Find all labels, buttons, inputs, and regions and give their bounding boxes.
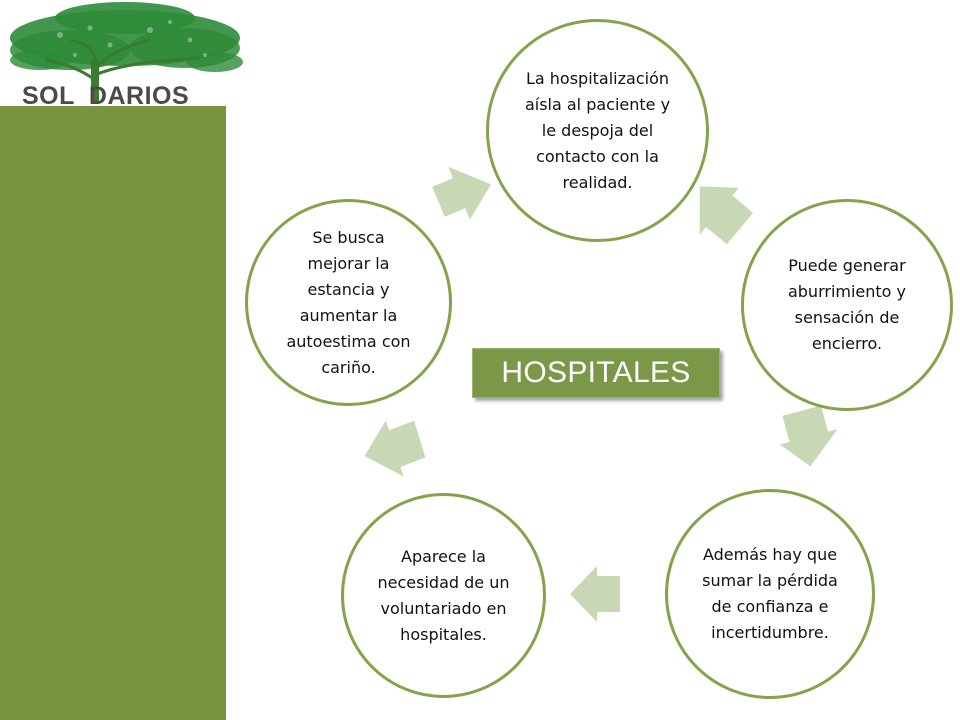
center-label: HOSPITALES (501, 356, 691, 389)
sidebar-bar (0, 106, 226, 720)
arrow-3-icon (570, 566, 620, 622)
cycle-node-5: Se busca mejorar la estancia y aumentar … (245, 199, 452, 406)
cycle-node-2: Puede generar aburrimiento y sensación d… (741, 199, 953, 411)
cycle-node-1-text: La hospitalización aísla al paciente y l… (524, 68, 671, 192)
cycle-node-4-text: Aparece la necesidad de un voluntariado … (377, 546, 510, 644)
arrow-2-icon (779, 405, 838, 467)
cycle-node-4: Aparece la necesidad de un voluntariado … (341, 493, 546, 698)
cycle-node-5-text: Se busca mejorar la estancia y aumentar … (286, 227, 411, 377)
arrow-1-icon (699, 186, 754, 245)
arrow-4-icon (364, 420, 426, 477)
logo: SOL DARIOS (0, 0, 250, 112)
logo-text-right: DARIOS (88, 82, 190, 110)
cycle-node-3-text: Además hay que sumar la pérdida de confi… (702, 545, 838, 642)
center-label-box: HOSPITALES (472, 348, 720, 398)
cycle-node-1: La hospitalización aísla al paciente y l… (486, 19, 709, 242)
tree-logo-icon (10, 2, 243, 104)
logo-text: SOL DARIOS (22, 82, 189, 111)
cycle-node-2-text: Puede generar aburrimiento y sensación d… (787, 256, 907, 353)
logo-text-left: SOL (22, 82, 75, 110)
cycle-node-3: Además hay que sumar la pérdida de confi… (665, 489, 875, 699)
arrow-5-icon (432, 166, 491, 220)
